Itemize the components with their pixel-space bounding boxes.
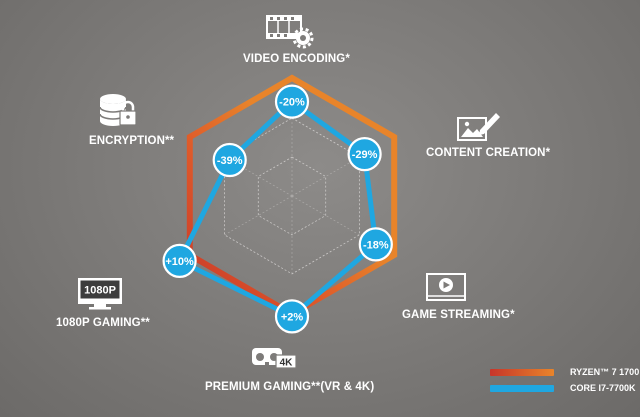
image-pen-icon (457, 113, 500, 141)
axis-label-video-encoding: VIDEO ENCODING* (243, 53, 350, 65)
data-label-0: -20% (279, 97, 305, 109)
database-lock-icon (99, 94, 137, 126)
grid-spoke-1 (291, 156, 360, 197)
data-markers: -20% -29% -18% +2% +10% -39% (162, 84, 393, 334)
axis-icons: 4K 1080P (78, 15, 500, 369)
grid-ring-1 (257, 156, 327, 236)
axis-label-content-creation: CONTENT CREATION* (426, 147, 551, 159)
data-label-4: +10% (165, 256, 194, 268)
data-label-1: -29% (352, 149, 378, 161)
legend-label-core: CORE I7-7700K (570, 383, 636, 393)
film-gear-icon (266, 15, 314, 49)
legend-swatch-core (490, 385, 554, 392)
axis-label-premium-gaming: PREMIUM GAMING**(VR & 4K) (205, 381, 375, 393)
data-point-2 (358, 227, 393, 262)
legend-label-ryzen: RYZEN™ 7 1700 (570, 367, 640, 377)
vr-4k-text: 4K (280, 358, 294, 369)
legend-swatch-ryzen (490, 369, 554, 376)
data-point-4 (162, 243, 197, 278)
data-label-5: -39% (217, 155, 243, 167)
data-point-3 (274, 299, 310, 334)
data-point-0 (274, 84, 310, 119)
video-play-icon (426, 273, 466, 301)
radar-grid (224, 117, 360, 275)
monitor-1080p-icon: 1080P (78, 278, 122, 310)
grid-spoke-4 (224, 195, 293, 236)
axis-label-encryption: ENCRYPTION** (89, 135, 175, 147)
axis-label-1080p-gaming: 1080P GAMING** (56, 317, 150, 329)
monitor-1080p-text: 1080P (84, 285, 116, 297)
vr-headset-4k-icon: 4K (252, 348, 297, 369)
data-label-2: -18% (363, 239, 389, 251)
axis-label-game-streaming: GAME STREAMING* (402, 309, 515, 321)
data-point-5 (212, 142, 247, 178)
grid-spoke-2 (291, 195, 360, 236)
data-label-3: +2% (281, 311, 304, 323)
data-point-1 (347, 137, 382, 172)
